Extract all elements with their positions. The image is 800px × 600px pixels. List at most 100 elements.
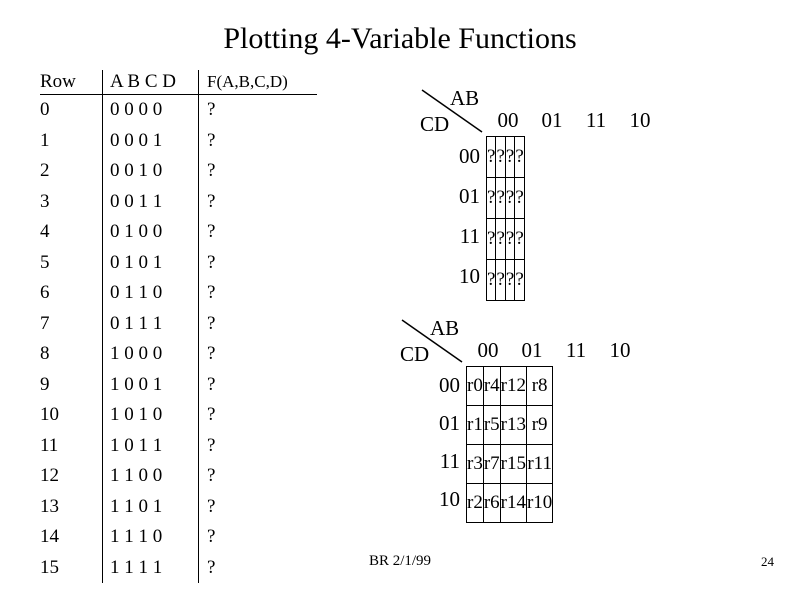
header-inputs-label: A B C D (102, 70, 199, 95)
cell-output: ? (198, 400, 317, 431)
cell-row-index: 11 (40, 434, 59, 456)
kmap-cell: r2 (466, 483, 484, 523)
cell-row-index: 5 (40, 251, 50, 273)
kmap-q-row-header-3: 10 (459, 264, 480, 288)
cell-inputs: 0 0 1 0 (102, 156, 199, 187)
footer-date: BR 2/1/99 (368, 553, 432, 569)
table-row: 7 0 1 1 1? (40, 308, 317, 339)
kmap-corner-r (400, 318, 464, 364)
kmap-cell: r10 (525, 483, 554, 523)
cell-output: ? (198, 339, 317, 370)
kmap-cell: r15 (499, 444, 527, 484)
table-row: 6 0 1 1 0? (40, 278, 317, 309)
kmap-cell: r5 (482, 405, 501, 445)
kmap-q-cd-label: CD (420, 112, 450, 136)
kmap-cell: ? (504, 259, 516, 301)
cell-output: ? (198, 278, 317, 309)
diagonal-line-icon (421, 89, 483, 133)
cell-inputs: 1 1 0 1 (102, 491, 199, 522)
kmap-cell: r11 (525, 444, 554, 484)
kmap-cell: ? (514, 136, 525, 178)
cell-output: ? (198, 186, 317, 217)
kmap-q-col-header-0: 00 (497, 108, 519, 132)
cell-inputs: 0 1 1 0 (102, 278, 199, 309)
kmap-q-grid: ???????????????? (485, 136, 525, 301)
cell-inputs: 1 0 1 0 (102, 400, 199, 431)
cell-output: ? (198, 430, 317, 461)
cell-row-index: 1 (40, 129, 50, 151)
cell-inputs: 0 1 1 1 (102, 308, 199, 339)
kmap-r-col-header-0: 00 (477, 338, 499, 362)
kmap-r-row-header-2: 11 (439, 449, 460, 473)
kmap-cell: r1 (466, 405, 484, 445)
kmap-q-ab-label: AB (450, 86, 480, 110)
kmap-q-col-header-3: 10 (629, 108, 651, 132)
kmap-cell: r8 (525, 366, 554, 406)
cell-inputs: 1 1 1 0 (102, 522, 199, 553)
kmap-q-col-header-2: 11 (585, 108, 607, 132)
cell-inputs: 0 0 0 1 (102, 125, 199, 156)
kmap-cell: ? (504, 136, 516, 178)
kmap-r-col-header-3: 10 (609, 338, 631, 362)
kmap-r-ab-label: AB (430, 316, 460, 340)
kmap-row: ???? (485, 218, 525, 260)
kmap-row: ???? (485, 136, 525, 178)
kmap-r-cd-label: CD (400, 342, 430, 366)
cell-output: ? (198, 308, 317, 339)
cell-row-index: 10 (40, 404, 59, 425)
cell-row-index: 7 (40, 312, 50, 334)
cell-output: ? (198, 94, 317, 126)
kmap-q-col-header-1: 01 (541, 108, 563, 132)
cell-row-index: 13 (40, 495, 59, 517)
cell-row-index: 9 (40, 373, 50, 395)
cell-inputs: 0 1 0 1 (102, 247, 199, 278)
kmap-r-row-header-3: 10 (439, 487, 460, 511)
kmap-cell: r13 (499, 405, 527, 445)
cell-output: ? (198, 156, 317, 187)
cell-output: ? (198, 369, 317, 400)
cell-output: ? (198, 552, 317, 583)
header-row-label: Row (40, 70, 103, 95)
cell-inputs: 1 1 0 0 (102, 461, 199, 492)
cell-inputs: 1 0 0 0 (102, 339, 199, 370)
kmap-r-col-header-1: 01 (521, 338, 543, 362)
footer-page-number: 24 (761, 554, 774, 569)
cell-row-index: 6 (40, 282, 50, 303)
kmap-cell: ? (485, 218, 497, 260)
cell-inputs: 1 0 0 1 (102, 369, 199, 400)
cell-inputs: 0 0 1 1 (102, 186, 199, 217)
table-row: 10 1 0 1 0? (40, 400, 317, 431)
table-row: 5 0 1 0 1? (40, 247, 317, 278)
kmap-cell: ? (495, 218, 506, 260)
kmap-cell: r0 (466, 366, 484, 406)
cell-row-index: 3 (40, 190, 50, 212)
kmap-row: ???? (485, 177, 525, 219)
kmap-r-row-header-0: 00 (439, 373, 460, 397)
kmap-cell: r3 (466, 444, 484, 484)
cell-inputs: 0 0 0 0 (102, 94, 199, 126)
diagonal-line-icon (401, 319, 463, 363)
kmap-cell: r12 (499, 366, 527, 406)
table-header-row: Row A B C D F(A,B,C,D) (40, 70, 317, 95)
cell-row-index: 8 (40, 343, 50, 364)
kmap-cell: ? (514, 218, 525, 260)
cell-output: ? (198, 247, 317, 278)
cell-inputs: 0 1 0 0 (102, 217, 199, 248)
kmap-cell: ? (504, 218, 516, 260)
kmap-cell: ? (495, 259, 506, 301)
kmap-cell: ? (485, 177, 497, 219)
kmap-row: ???? (485, 259, 525, 301)
cell-row-index: 4 (40, 221, 50, 242)
kmap-cell: ? (495, 177, 506, 219)
